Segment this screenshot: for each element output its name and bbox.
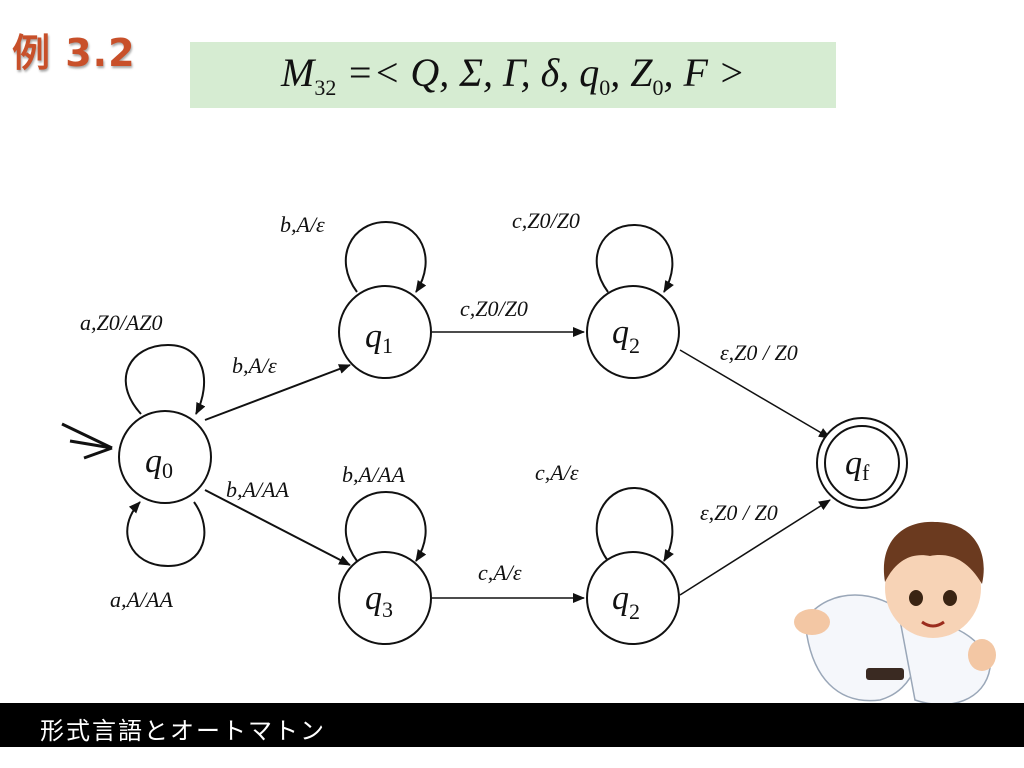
loop-q0-bottom (126, 501, 206, 568)
edge-q0-q3 (204, 489, 351, 566)
automaton-definition-formula: M32 =< Q, Σ, Γ, δ, q0, Z0, F > (281, 50, 745, 100)
start-arrow-icon (61, 422, 113, 460)
state-label-q1: q1 (365, 318, 393, 358)
edge-q0-q1 (204, 364, 351, 421)
loop-q0-top (124, 343, 206, 415)
edge-q2b-qf (679, 499, 831, 596)
slide-title: 例 3.2 (12, 31, 136, 75)
state-q3 (338, 551, 432, 645)
loop-q3 (344, 490, 427, 562)
edge-label-q2b-loop: c,A/ε (535, 460, 579, 485)
edge-label-q2a-qf: ε,Z0 / Z0 (720, 340, 798, 365)
edge-label-q0-q1: b,A/ε (232, 353, 277, 378)
state-q2a (586, 285, 680, 379)
state-q2b (586, 551, 680, 645)
karate-mascot-illustration (794, 521, 996, 730)
state-label-qf: qf (845, 445, 870, 485)
state-label-q0: q0 (145, 443, 173, 483)
loop-q2b (595, 486, 674, 562)
edge-label-q3-loop: b,A/AA (342, 462, 405, 487)
edge-q2a-qf (679, 349, 831, 439)
edge-label-q3-q2b: c,A/ε (478, 560, 522, 585)
loop-q2a (595, 223, 674, 293)
edge-label-q0-loop-bottom: a,A/AA (110, 587, 173, 612)
state-q1 (338, 285, 432, 379)
edge-label-q0-q3: b,A/AA (226, 477, 289, 502)
state-q0 (118, 410, 212, 504)
loop-q1 (344, 220, 427, 293)
state-qf-inner (824, 425, 900, 501)
edge-label-q1-loop: b,A/ε (280, 212, 325, 237)
edge-label-q2b-qf: ε,Z0 / Z0 (700, 500, 778, 525)
automaton-definition-box: M32 =< Q, Σ, Γ, δ, q0, Z0, F > (190, 42, 836, 108)
edge-label-q0-loop-top: a,Z0/AZ0 (80, 310, 163, 335)
edge-label-q1-q2a: c,Z0/Z0 (460, 296, 528, 321)
state-label-q2b: q2 (612, 580, 640, 624)
state-label-q2a: q2 (612, 314, 640, 358)
state-label-q3: q3 (365, 580, 393, 622)
edge-label-q2a-loop: c,Z0/Z0 (512, 208, 580, 233)
slide-footer: 形式言語とオートマトン (0, 703, 1024, 747)
footer-course-title: 形式言語とオートマトン (40, 717, 326, 745)
